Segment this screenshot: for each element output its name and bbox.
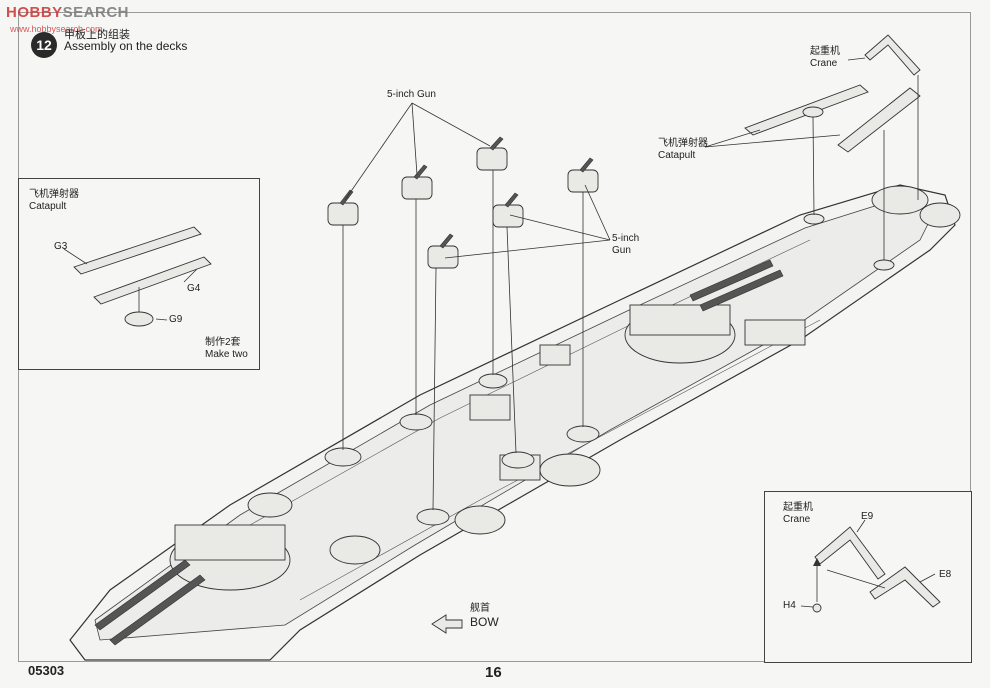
catapult-label-en: Catapult (658, 150, 696, 161)
crane-inset-drawing (800, 519, 941, 613)
bow-label-en: BOW (470, 615, 499, 629)
step-number-badge: 12 (31, 32, 57, 58)
gun-mount-targets (324, 213, 895, 526)
bow-label-cn: 舰首 (470, 603, 490, 614)
catapult-label-cn: 飞机弹射器 (658, 138, 708, 149)
frame-line (18, 661, 971, 662)
part-e9-label: E9 (861, 511, 874, 522)
crane-part (847, 34, 921, 200)
part-e8-label: E8 (939, 569, 952, 580)
bow-arrow (431, 614, 463, 634)
inset-note-en: Make two (205, 349, 248, 360)
part-g9-label: G9 (169, 314, 183, 325)
kit-code: 05303 (28, 663, 65, 678)
step-title-cn: 甲板上的组装 (64, 29, 130, 41)
part-g4-label: G4 (187, 283, 201, 294)
gun-leader-lines (342, 102, 611, 511)
watermark-logo: HOBBYSEARCH (6, 4, 129, 21)
inset-crane-title-en: Crane (783, 514, 811, 525)
frame-line (970, 12, 971, 662)
main-turret-aft (624, 259, 784, 364)
crane-label-cn: 起重机 (810, 46, 840, 57)
inset-catapult-title-en: Catapult (29, 201, 67, 212)
crane-label-en: Crane (810, 58, 838, 69)
five-inch-gun-part (327, 136, 599, 269)
main-turret-forward (94, 524, 291, 646)
gun-label-right: 5-inch Gun (612, 233, 640, 256)
inset-crane-title-cn: 起重机 (783, 502, 813, 513)
inset-catapult-title-cn: 飞机弹射器 (29, 189, 79, 200)
part-h4-label: H4 (783, 600, 796, 611)
catapult-inset: 飞机弹射器 Catapult G3 G4 G9 制作2套 Make two (18, 178, 260, 370)
watermark-url: www.hobbysearch.com (10, 24, 103, 34)
gun-label-top: 5-inch Gun (387, 89, 436, 100)
watermark-part-a: HOBBY (6, 4, 63, 21)
watermark-part-b: SEARCH (62, 4, 130, 21)
part-g3-label: G3 (54, 241, 68, 252)
catapult-parts (704, 84, 921, 260)
page-number: 16 (485, 664, 502, 681)
superstructure (247, 185, 961, 565)
inset-note-cn: 制作2套 (205, 337, 241, 348)
frame-line (18, 12, 971, 13)
step-title-en: Assembly on the decks (64, 39, 188, 53)
crane-inset: 起重机 Crane E9 E8 H4 (764, 491, 972, 663)
catapult-inset-drawing (63, 226, 212, 327)
